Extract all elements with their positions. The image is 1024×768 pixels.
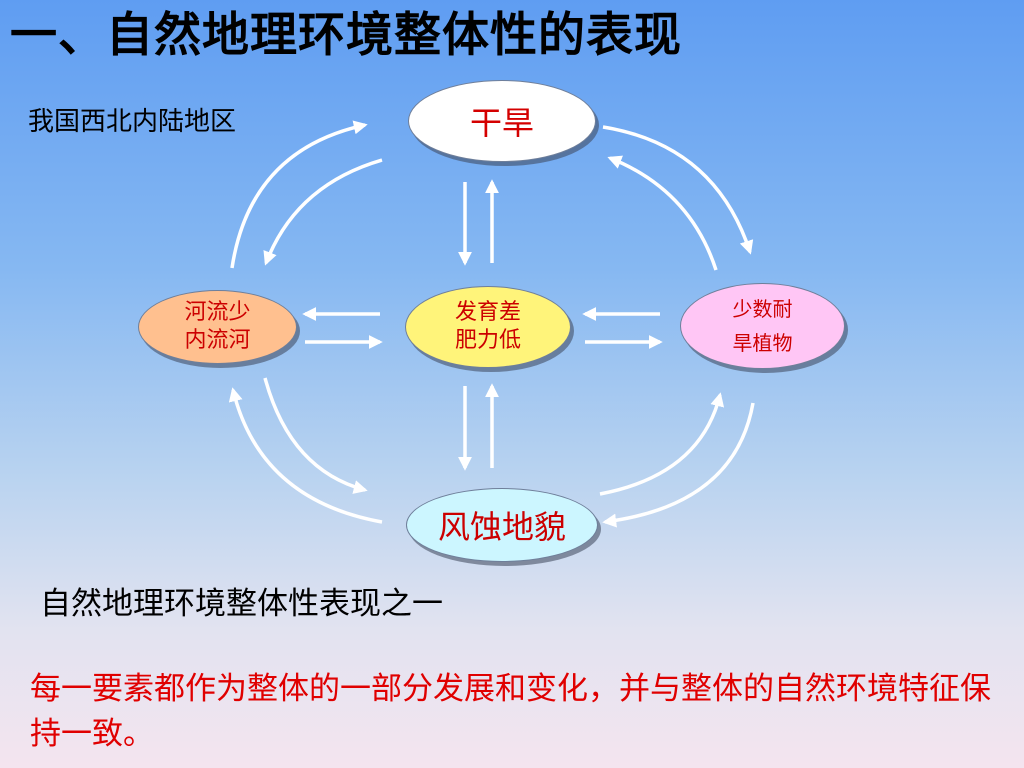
arrow-plants-to-drought <box>607 155 718 271</box>
arrow-drought-to-rivers <box>263 158 383 266</box>
arrow-landform-to-plants <box>599 392 725 496</box>
node-landform: 风蚀地貌 <box>406 488 598 562</box>
region-label: 我国西北内陆地区 <box>28 107 237 137</box>
arrow-drought-to-plants <box>602 125 754 255</box>
arrow-plants-to-landform <box>602 402 755 528</box>
arrow-rivers-to-landform <box>263 377 368 494</box>
node-drought: 干旱 <box>408 80 596 162</box>
node-drought-line1: 干旱 <box>469 104 534 142</box>
node-plants-line2: 旱植物 <box>732 331 793 355</box>
conclusion-text: 每一要素都作为整体的一部分发展和变化，并与整体的自然环境特征保持一致。 <box>30 671 991 752</box>
node-soil: 发育差 肥力低 <box>405 286 571 368</box>
node-rivers-line2: 内流河 <box>184 328 251 353</box>
arrow-rivers-to-drought <box>230 120 368 269</box>
node-plants: 少数耐 旱植物 <box>680 283 845 369</box>
node-rivers: 河流少 内流河 <box>138 290 297 364</box>
arrow-landform-to-rivers <box>228 387 383 524</box>
node-rivers-line1: 河流少 <box>184 300 251 325</box>
node-landform-line1: 风蚀地貌 <box>437 508 566 546</box>
node-soil-line2: 肥力低 <box>454 328 521 353</box>
caption: 自然地理环境整体性表现之一 <box>40 586 443 622</box>
node-plants-line1: 少数耐 <box>732 297 793 321</box>
slide-title: 一、自然地理环境整体性的表现 <box>10 8 682 63</box>
node-soil-line1: 发育差 <box>454 300 521 325</box>
